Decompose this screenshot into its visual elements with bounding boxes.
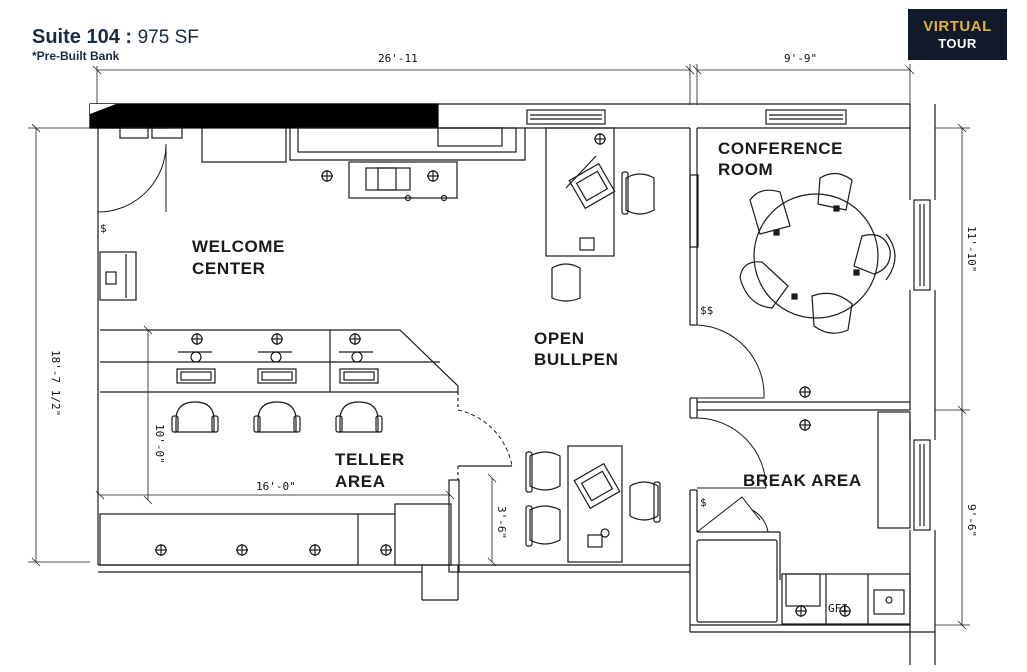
room-labels: WELCOME CENTER CONFERENCE ROOM OPEN BULL… — [192, 139, 862, 491]
dim-right-conference: 11'-10" — [965, 226, 978, 272]
break-area-fixtures — [696, 386, 911, 625]
title-separator: : — [119, 26, 138, 48]
back-counter — [99, 465, 512, 573]
suite-title: Suite 104 : 975 SF — [32, 26, 199, 49]
suite-name: Suite 104 — [32, 26, 120, 48]
dim-top-right: 9'-9" — [784, 52, 817, 65]
exterior-walls — [89, 103, 936, 665]
room-welcome-line1: WELCOME — [192, 237, 285, 256]
virtual-tour-button[interactable]: VIRTUAL TOUR — [908, 9, 1007, 60]
room-teller-line1: TELLER — [335, 450, 405, 469]
suite-subtitle: *Pre-Built Bank — [32, 49, 120, 63]
room-break-area: BREAK AREA — [743, 471, 862, 490]
room-conference-line2: ROOM — [718, 160, 773, 179]
dimension-labels: 26'-11 9'-9" 18'-7 1/2" 10'-0" 16'-0" 3'… — [49, 52, 978, 539]
room-teller-line2: AREA — [335, 472, 386, 491]
switch-label-break: $ — [700, 496, 707, 509]
dim-opening: 3'-6" — [495, 506, 508, 539]
dim-teller-width: 16'-0" — [256, 480, 296, 493]
teller-chairs — [171, 401, 383, 433]
room-bullpen-line2: BULLPEN — [534, 350, 618, 369]
welcome-cabinet — [99, 251, 137, 301]
dim-top-left: 26'-11 — [378, 52, 418, 65]
dimension-lines — [28, 64, 970, 630]
dim-right-break: 9'-6" — [965, 504, 978, 537]
room-bullpen-line1: OPEN — [534, 329, 585, 348]
switch-label-conference: $$ — [700, 304, 713, 317]
room-welcome-line2: CENTER — [192, 259, 266, 278]
conference-table — [739, 172, 896, 334]
suite-area: 975 SF — [137, 27, 199, 48]
virtual-tour-line1: VIRTUAL — [923, 18, 992, 35]
dim-teller-depth: 10'-0" — [153, 424, 166, 464]
door-swings — [97, 143, 769, 533]
dim-left-overall: 18'-7 1/2" — [49, 350, 62, 416]
switch-label-welcome: $ — [100, 222, 107, 235]
fixture-labels: $ $$ $ GFI — [100, 222, 848, 615]
reception-counter — [89, 103, 526, 202]
bullpen-desk-bottom — [525, 445, 661, 563]
room-conference-line1: CONFERENCE — [718, 139, 843, 158]
bullpen-desk-top — [545, 127, 655, 302]
gfi-label: GFI — [828, 602, 848, 615]
teller-counters — [100, 329, 459, 480]
virtual-tour-line2: TOUR — [938, 36, 977, 51]
interior-walls — [689, 128, 910, 632]
